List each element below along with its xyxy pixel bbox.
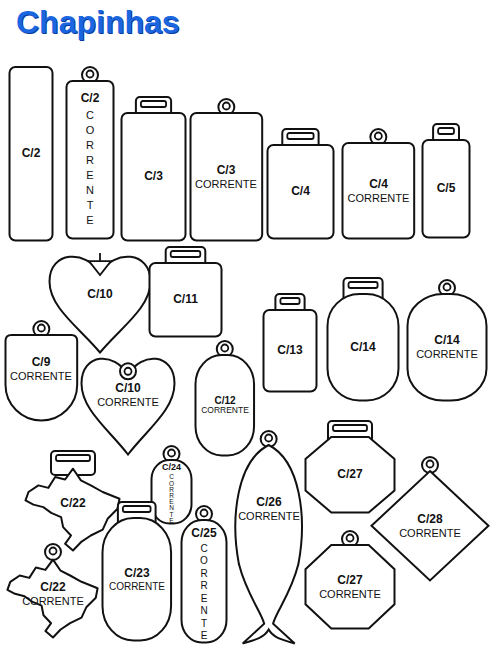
tag-label-group: C/27CORRENTE xyxy=(304,544,396,630)
tag-label-group: C/12CORRENTE xyxy=(194,354,256,457)
tag-label-group: C/11 xyxy=(148,262,223,338)
chain-label: CORRENTE xyxy=(238,510,300,523)
tag-shape: C/14 xyxy=(326,277,400,402)
tag-code: C/10 xyxy=(87,288,112,302)
tag-label-group: C/10CORRENTE xyxy=(80,352,176,438)
chain-label: CORRENTE xyxy=(97,396,159,409)
tag-outline xyxy=(421,123,471,239)
chain-label: CORRENTE xyxy=(399,527,461,540)
tag-code: C/27 xyxy=(337,468,362,482)
tag-code: C/12 xyxy=(214,395,235,407)
tag-outline xyxy=(266,128,335,240)
tag-shape: C/3 xyxy=(120,96,187,242)
tag-shape: C/27CORRENTE xyxy=(304,530,396,630)
tag-outline xyxy=(326,277,400,402)
tag-label-group: C/3 xyxy=(120,112,187,242)
tag-shape: C/2 xyxy=(8,66,54,242)
tag-code: C/24 xyxy=(162,462,181,472)
chain-label: CORRENTE xyxy=(22,595,84,608)
tag-label-group: C/14CORRENTE xyxy=(406,293,488,402)
tag-label-group: C/9CORRENTE xyxy=(4,334,79,404)
tag-code: C/5 xyxy=(437,182,456,196)
tag-code: C/3 xyxy=(144,170,163,184)
tag-label-group: C/14 xyxy=(326,293,400,402)
chain-label: CORRENTE xyxy=(83,108,96,228)
tag-shape: C/22 xyxy=(22,450,124,552)
page-title: Chapinhas xyxy=(16,4,180,41)
tag-label-group: C/23CORRENTE xyxy=(101,517,173,642)
chain-label: CORRENTE xyxy=(168,474,176,524)
chain-label: CORRENTE xyxy=(201,406,249,416)
tag-code: C/13 xyxy=(277,344,302,358)
chain-label: CORRENTE xyxy=(198,543,210,643)
tag-outline xyxy=(120,96,187,242)
tag-code: C/22 xyxy=(60,497,85,511)
tag-shape: C/10CORRENTE xyxy=(80,352,176,456)
tag-code: C/14 xyxy=(434,334,459,348)
tag-code: C/3 xyxy=(217,164,236,178)
tag-outline xyxy=(262,293,318,393)
tag-shape: C/25CORRENTE xyxy=(180,505,228,644)
tag-shape: C/5 xyxy=(421,123,471,239)
tag-code: C/11 xyxy=(173,293,198,307)
tag-shape: C/10 xyxy=(48,250,152,354)
tag-code: C/28 xyxy=(417,513,442,527)
tag-label-group: C/10 xyxy=(48,250,152,340)
tag-shape: C/28CORRENTE xyxy=(370,456,490,582)
chain-label: CORRENTE xyxy=(319,588,381,601)
tag-label-group: C/5 xyxy=(421,139,471,239)
tag-code: C/4 xyxy=(369,178,388,192)
tag-shape: C/24CORRENTE xyxy=(150,445,193,525)
tag-code: C/2 xyxy=(81,92,100,106)
tag-label-group: C/22CORRENTE xyxy=(4,557,102,631)
tag-shape: C/3CORRENTE xyxy=(189,98,264,242)
tag-code: C/9 xyxy=(32,356,51,370)
tag-label-group: C/2CORRENTE xyxy=(65,92,115,228)
chain-label: CORRENTE xyxy=(10,370,72,383)
tag-code: C/23 xyxy=(124,567,149,581)
tag-code: C/4 xyxy=(291,185,310,199)
tag-shape: C/2CORRENTE xyxy=(65,66,115,240)
chain-label: CORRENTE xyxy=(416,348,478,361)
tag-label-group: C/13 xyxy=(262,309,318,393)
tag-code: C/2 xyxy=(22,147,41,161)
tag-code: C/14 xyxy=(350,341,375,355)
tag-outline xyxy=(148,246,223,338)
tag-shape: C/14CORRENTE xyxy=(406,279,488,402)
tag-code: C/10 xyxy=(115,382,140,396)
tag-label-group: C/28CORRENTE xyxy=(370,470,490,582)
tag-label-group: C/4CORRENTE xyxy=(341,142,416,240)
tag-label-group: C/4 xyxy=(266,144,335,240)
tag-outline xyxy=(304,420,396,514)
chain-label: CORRENTE xyxy=(109,581,165,593)
tag-shape: C/12CORRENTE xyxy=(194,340,256,457)
tag-code: C/25 xyxy=(191,527,216,541)
tag-shape: C/11 xyxy=(148,246,223,338)
tag-label-group: C/24CORRENTE xyxy=(150,462,193,524)
tag-shape: C/13 xyxy=(262,293,318,393)
tag-label-group: C/25CORRENTE xyxy=(180,527,228,643)
tag-outline xyxy=(230,430,307,645)
tag-label-group: C/22 xyxy=(22,466,124,542)
tag-label-group: C/26CORRENTE xyxy=(230,496,307,522)
tag-shape: C/4 xyxy=(266,128,335,240)
tag-shape: C/23CORRENTE xyxy=(101,501,173,642)
tag-shape: C/22CORRENTE xyxy=(4,543,102,639)
tag-code: C/27 xyxy=(337,574,362,588)
tag-shape: C/4CORRENTE xyxy=(341,128,416,240)
chain-label: CORRENTE xyxy=(195,178,257,191)
tag-shape: C/26CORRENTE xyxy=(230,430,307,645)
tag-shape: C/27 xyxy=(304,420,396,514)
tag-label-group: C/3CORRENTE xyxy=(189,112,264,242)
tag-code: C/26 xyxy=(256,496,281,510)
tag-label-group: C/2 xyxy=(8,66,54,242)
tag-code: C/22 xyxy=(40,581,65,595)
chain-label: CORRENTE xyxy=(348,192,410,205)
tag-shape: C/9CORRENTE xyxy=(4,320,79,422)
tag-label-group: C/27 xyxy=(304,436,396,514)
